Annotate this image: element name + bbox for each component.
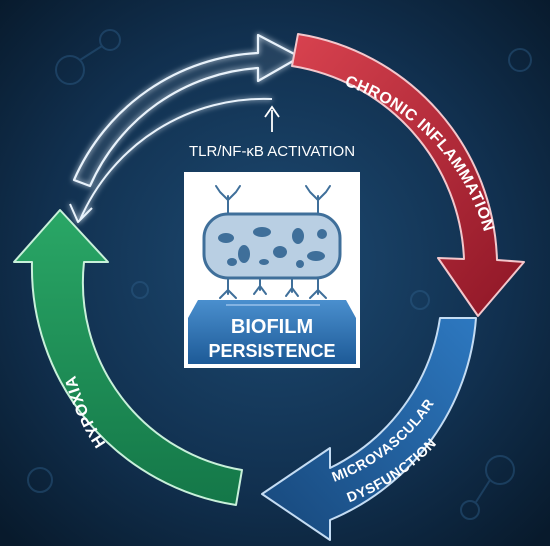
bacterium-icon (202, 212, 342, 280)
bacteria-cells (218, 227, 327, 268)
persistence-title: PERSISTENCE (208, 341, 335, 361)
tlr-activation-label: TLR/NF-κB ACTIVATION (189, 143, 355, 160)
biofilm-title: BIOFILM (231, 316, 313, 338)
activation-arrow (264, 105, 280, 132)
biofilm-panel: BIOFILM PERSISTENCE (184, 172, 360, 368)
biofilm-banner (188, 300, 356, 364)
background-molecules (27, 29, 532, 520)
biofilm-appendages (215, 185, 331, 299)
